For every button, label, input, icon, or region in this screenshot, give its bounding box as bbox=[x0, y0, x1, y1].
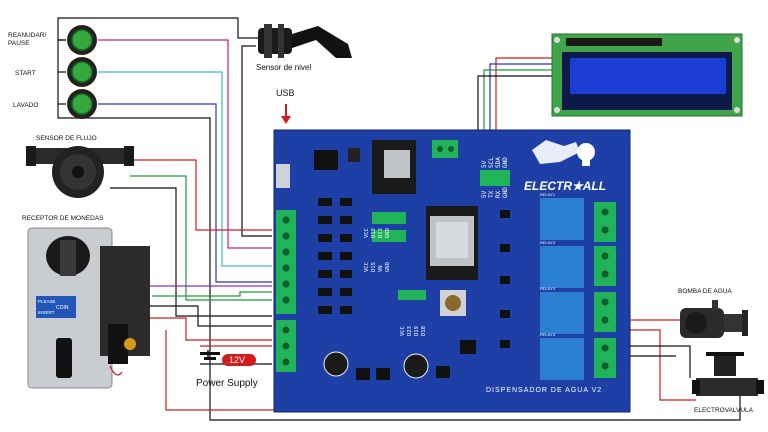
wires bbox=[57, 17, 741, 421]
hdr3-pin-4: GND bbox=[385, 228, 391, 238]
esp32-module bbox=[426, 206, 478, 280]
hdr3-pin-3: D13 bbox=[378, 228, 384, 238]
left-terminals bbox=[276, 210, 296, 372]
opto-column bbox=[318, 198, 352, 314]
coin-acceptor: RECEPTOR DE MONEDAS PLEASE COIN INSERT bbox=[22, 215, 150, 389]
lavado-label: LAVADO bbox=[13, 102, 38, 109]
hdr3-pin-2: D12 bbox=[371, 228, 377, 238]
relay-2-label: RELAY2 bbox=[540, 240, 556, 245]
usb-label: USB bbox=[276, 88, 295, 98]
start-label: START bbox=[15, 70, 36, 77]
pump-label: BOMBA DE AGUA bbox=[678, 288, 732, 295]
usb-indicator: USB bbox=[276, 88, 295, 124]
board-title: DISPENSADOR DE AGUA V2 bbox=[486, 387, 602, 394]
lavado-button-graphic bbox=[67, 89, 97, 119]
right-terminals bbox=[594, 202, 616, 378]
arrow-down-icon bbox=[281, 116, 291, 124]
hdr1-pin-3: SDA bbox=[495, 157, 502, 168]
hdr2-pin-1: 5V bbox=[481, 190, 488, 198]
flow-sensor: SENSOR DE FLUJO bbox=[26, 135, 134, 198]
relay-4-label: RELAY4 bbox=[540, 332, 556, 337]
valve-label: ELECTROVALVULA bbox=[694, 407, 754, 414]
coin-text-3: INSERT bbox=[38, 310, 55, 315]
relays: RELAY1 RELAY2 RELAY3 RELAY4 bbox=[540, 192, 584, 380]
voltage-badge bbox=[222, 354, 256, 366]
hdr1-pin-1: 5V bbox=[481, 160, 488, 168]
relay-2 bbox=[540, 246, 584, 288]
voltage-label: 12V bbox=[229, 355, 245, 365]
solenoid-valve: ELECTROVALVULA bbox=[692, 352, 764, 414]
reanudar-label: REANUDAR/PAUSE bbox=[8, 32, 46, 47]
hdr5-pin-1: VCC bbox=[400, 326, 406, 336]
level-sensor: Sensor de nivel bbox=[256, 24, 352, 72]
power-supply-label: Power Supply bbox=[196, 378, 258, 389]
coin-text-2: COIN bbox=[56, 305, 69, 311]
hdr4-pin-4: GND bbox=[385, 262, 391, 272]
hdr5-pin-4: D18 bbox=[421, 326, 427, 336]
hdr4-pin-2: D15 bbox=[371, 262, 377, 272]
power-terminal bbox=[432, 140, 458, 158]
power-supply: 12V Power Supply bbox=[196, 350, 258, 389]
hdr4-pin-1: VCC bbox=[364, 262, 370, 272]
relay-1-label: RELAY1 bbox=[540, 192, 556, 197]
reanudar-button-graphic bbox=[67, 25, 97, 55]
hdr5-pin-3: D19 bbox=[414, 326, 420, 336]
water-pump: BOMBA DE AGUA bbox=[678, 288, 748, 338]
hdr2-pin-2: TX bbox=[488, 190, 495, 198]
relay-4 bbox=[540, 338, 584, 380]
lcd-display bbox=[551, 33, 743, 117]
relay-1 bbox=[540, 198, 584, 240]
pcb-board: 5V SCL SDA GND 5V TX RX GND ELECTR★ALL bbox=[273, 129, 631, 413]
relay-3 bbox=[540, 292, 584, 334]
start-button-graphic bbox=[67, 57, 97, 87]
hdr1-pin-4: GND bbox=[502, 157, 509, 168]
brand-text: ELECTR★ALL bbox=[524, 179, 606, 193]
flow-sensor-label: SENSOR DE FLUJO bbox=[36, 135, 97, 142]
electroall-logo: ELECTR★ALL bbox=[524, 140, 606, 193]
hdr4-pin-3: VN bbox=[378, 265, 384, 272]
hdr2-pin-4: GND bbox=[502, 187, 509, 198]
hdr1-pin-2: SCL bbox=[488, 157, 495, 168]
capacitors bbox=[323, 340, 476, 380]
coin-text-1: PLEASE bbox=[38, 299, 56, 304]
hdr5-pin-2: D23 bbox=[407, 326, 413, 336]
level-sensor-label: Sensor de nivel bbox=[256, 63, 311, 72]
hdr3-pin-1: VCC bbox=[364, 228, 370, 238]
hdr2-pin-3: RX bbox=[495, 190, 502, 198]
relay-3-label: RELAY3 bbox=[540, 286, 556, 291]
coin-acceptor-label: RECEPTOR DE MONEDAS bbox=[22, 215, 104, 222]
push-buttons: REANUDAR/PAUSE START LAVADO bbox=[8, 25, 97, 119]
